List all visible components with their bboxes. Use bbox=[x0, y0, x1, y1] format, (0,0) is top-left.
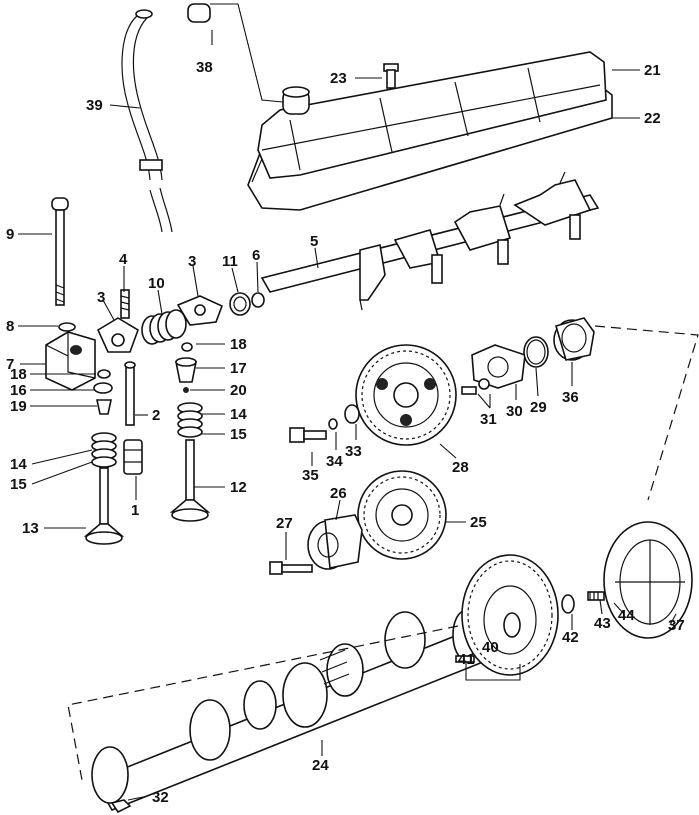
callout-18-right: 18 bbox=[230, 336, 247, 353]
callout-6: 6 bbox=[252, 247, 260, 264]
rocker-shaft-assembly bbox=[260, 171, 600, 311]
camshaft bbox=[91, 610, 490, 812]
valve-spring-left bbox=[91, 432, 117, 468]
callout-39: 39 bbox=[86, 97, 103, 114]
spacer-ring bbox=[523, 336, 549, 368]
oil-filler-cap bbox=[282, 86, 310, 115]
callout-29: 29 bbox=[530, 399, 547, 416]
callout-44: 44 bbox=[618, 607, 635, 624]
callout-33: 33 bbox=[345, 443, 362, 460]
rocker-cover bbox=[257, 51, 607, 179]
intake-valve bbox=[83, 467, 125, 545]
callout-12: 12 bbox=[230, 479, 247, 496]
breather-hose bbox=[187, 3, 211, 23]
callout-8: 8 bbox=[6, 318, 14, 335]
callout-10: 10 bbox=[148, 275, 165, 292]
callout-15-left: 15 bbox=[10, 476, 27, 493]
callout-18-left: 18 bbox=[10, 366, 27, 383]
rocker-spring bbox=[141, 309, 187, 345]
callout-15-right: 15 bbox=[230, 426, 247, 443]
woodruff-key bbox=[110, 799, 132, 814]
callout-20: 20 bbox=[230, 382, 247, 399]
camshaft-gear-28 bbox=[355, 344, 457, 446]
thrust-plate bbox=[471, 344, 526, 389]
callout-11: 11 bbox=[222, 253, 238, 270]
callout-30: 30 bbox=[506, 403, 523, 420]
valve-spring-right bbox=[177, 402, 203, 438]
callout-31: 31 bbox=[480, 411, 497, 428]
valve-guide-rod bbox=[124, 361, 136, 426]
callout-7: 7 bbox=[6, 356, 14, 373]
callout-14-left: 14 bbox=[10, 456, 27, 473]
shaft-support-ring bbox=[229, 292, 251, 316]
callout-22: 22 bbox=[644, 110, 661, 127]
idler-gear-25 bbox=[357, 470, 447, 560]
idler-hub bbox=[307, 514, 363, 570]
callout-21: 21 bbox=[644, 62, 661, 79]
cover-bolt bbox=[383, 63, 399, 89]
rocker-support-bracket bbox=[45, 331, 96, 391]
valve-tappet bbox=[123, 439, 143, 475]
callout-25: 25 bbox=[470, 514, 487, 531]
callout-5: 5 bbox=[310, 233, 318, 250]
callout-26: 26 bbox=[330, 485, 347, 502]
rocker-arm-right bbox=[176, 295, 224, 326]
callout-19: 19 bbox=[10, 398, 27, 415]
gear-washer bbox=[561, 594, 575, 614]
callout-16: 16 bbox=[10, 382, 27, 399]
breather-pipe bbox=[121, 9, 173, 233]
callout-9: 9 bbox=[6, 226, 14, 243]
valve-stem-seal bbox=[175, 357, 197, 383]
callout-4: 4 bbox=[119, 251, 128, 268]
callout-32: 32 bbox=[152, 789, 169, 806]
push-rod bbox=[51, 197, 69, 306]
dowel-pin bbox=[455, 655, 475, 663]
callout-17: 17 bbox=[230, 360, 247, 377]
valve-spring-retainer-left bbox=[93, 382, 113, 394]
callout-42: 42 bbox=[562, 629, 579, 646]
callout-3-left: 3 bbox=[97, 289, 105, 306]
callout-43: 43 bbox=[594, 615, 611, 632]
callout-38: 38 bbox=[196, 59, 213, 76]
callout-35: 35 bbox=[302, 467, 319, 484]
gear-bolt bbox=[289, 427, 327, 443]
callout-34: 34 bbox=[326, 453, 343, 470]
callout-37: 37 bbox=[668, 617, 685, 634]
callout-3-right: 3 bbox=[188, 253, 196, 270]
rocker-arm-left bbox=[96, 317, 139, 353]
lock-washer bbox=[328, 418, 338, 430]
leader-lines bbox=[18, 30, 677, 801]
callout-40: 40 bbox=[482, 639, 499, 656]
alignment-dashed-line bbox=[67, 325, 699, 781]
camshaft-bushing bbox=[553, 317, 595, 361]
callout-14-right: 14 bbox=[230, 406, 247, 423]
valve-lock bbox=[183, 387, 189, 393]
valve-retainer-cap-right bbox=[181, 342, 193, 352]
callout-24: 24 bbox=[312, 757, 329, 774]
callout-27: 27 bbox=[276, 515, 293, 532]
callout-23: 23 bbox=[330, 70, 347, 87]
callout-28: 28 bbox=[452, 459, 469, 476]
o-ring-8 bbox=[58, 322, 76, 332]
valve-retainer-cap-left bbox=[97, 369, 111, 379]
exhaust-valve bbox=[169, 439, 211, 522]
callout-13: 13 bbox=[22, 520, 39, 537]
flat-washer bbox=[344, 404, 360, 424]
valve-seal-left bbox=[96, 399, 112, 415]
camshaft-drive-gear bbox=[461, 554, 559, 676]
callout-36: 36 bbox=[562, 389, 579, 406]
timing-gear-cover bbox=[603, 521, 693, 639]
callout-2: 2 bbox=[152, 407, 160, 424]
callout-labels: 1 2 3 3 4 5 6 7 8 9 10 11 12 13 14 14 15… bbox=[6, 59, 685, 806]
adjusting-screw bbox=[120, 289, 130, 319]
callout-41: 41 bbox=[458, 651, 475, 668]
callout-1: 1 bbox=[131, 502, 139, 519]
gear-retaining-bolt bbox=[587, 591, 605, 601]
thrust-plate-bolts bbox=[461, 378, 490, 395]
idler-bolt bbox=[269, 561, 313, 575]
shaft-washer bbox=[251, 292, 265, 308]
